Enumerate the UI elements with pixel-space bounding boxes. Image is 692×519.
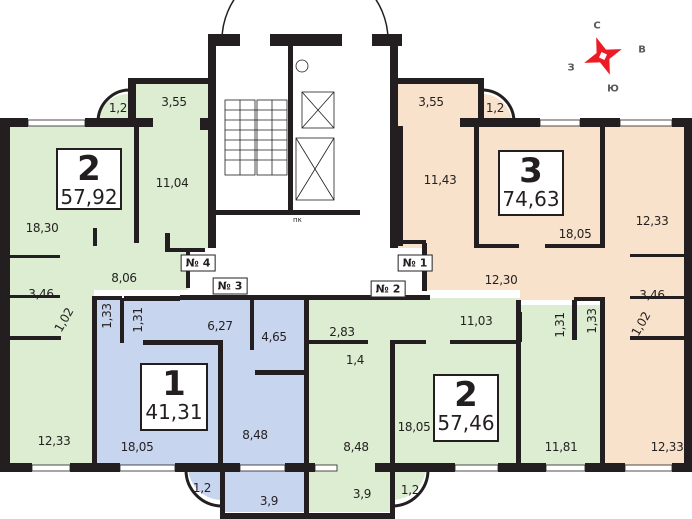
total-area: 41,31 — [145, 400, 203, 424]
total-area: 57,46 — [437, 411, 495, 435]
room-area: 1,33 — [585, 308, 599, 334]
room-area: 1,31 — [553, 312, 567, 338]
room-count: 3 — [519, 151, 543, 191]
walls — [0, 34, 692, 519]
windows — [27, 119, 673, 472]
room-area: 18,05 — [397, 420, 431, 434]
stairwell — [224, 59, 335, 201]
room-area: 11,81 — [544, 440, 578, 454]
apartment-1-label[interactable]: 1 41,31 — [140, 363, 208, 431]
room-area: 3,46 — [28, 287, 54, 301]
compass-icon — [584, 37, 622, 75]
room-area: 3,46 — [639, 288, 665, 302]
room-area: 18,30 — [25, 221, 59, 235]
room-area: 11,03 — [459, 314, 493, 328]
compass-east: В — [638, 44, 646, 56]
entrance-tag-3: № 3 — [212, 277, 248, 295]
room-area: 1,2 — [192, 481, 212, 495]
room-area: 18,05 — [558, 227, 592, 241]
room-area: 1,2 — [108, 101, 128, 115]
room-area: 12,30 — [484, 273, 518, 287]
room-area: 12,33 — [650, 440, 684, 454]
apartment-3-label[interactable]: 3 74,63 — [498, 150, 564, 216]
entrance-tag-2: № 2 — [370, 280, 406, 298]
room-area: 3,9 — [259, 494, 279, 508]
compass-south: Ю — [607, 83, 619, 95]
room-area: 8,06 — [111, 271, 137, 285]
stair-label: пк — [293, 216, 302, 224]
room-area: 1,33 — [100, 303, 114, 329]
room-area: 4,65 — [261, 330, 287, 344]
room-area: 12,33 — [635, 214, 669, 228]
room-area: 2,83 — [329, 325, 355, 339]
room-area: 8,48 — [343, 440, 369, 454]
room-count: 2 — [77, 149, 101, 189]
room-count: 2 — [454, 375, 478, 415]
room-area: 1,2 — [485, 101, 505, 115]
apartment-2-right-label[interactable]: 2 57,46 — [433, 374, 499, 442]
apartment-2-left-label[interactable]: 2 57,92 — [56, 148, 122, 210]
room-area: 3,55 — [161, 95, 187, 109]
entrance-tag-1: № 1 — [397, 254, 433, 272]
room-count: 1 — [162, 364, 186, 404]
room-area: 6,27 — [207, 319, 233, 333]
balconies — [96, 88, 516, 508]
core-arch — [221, 0, 389, 41]
room-area: 8,48 — [242, 428, 268, 442]
room-area: 12,33 — [37, 434, 71, 448]
room-area: 18,05 — [120, 440, 154, 454]
room-area: 1,31 — [131, 307, 145, 333]
total-area: 57,92 — [60, 185, 118, 209]
room-area: 11,04 — [155, 176, 189, 190]
room-area: 11,43 — [423, 173, 457, 187]
compass-north: С — [593, 20, 601, 32]
room-area: 1,4 — [345, 353, 365, 367]
total-area: 74,63 — [502, 187, 560, 211]
compass-west: З — [567, 62, 575, 74]
room-area: 1,2 — [400, 483, 420, 497]
room-area: 3,9 — [352, 487, 372, 501]
room-area: 3,55 — [418, 95, 444, 109]
entrance-tag-4: № 4 — [180, 254, 216, 272]
